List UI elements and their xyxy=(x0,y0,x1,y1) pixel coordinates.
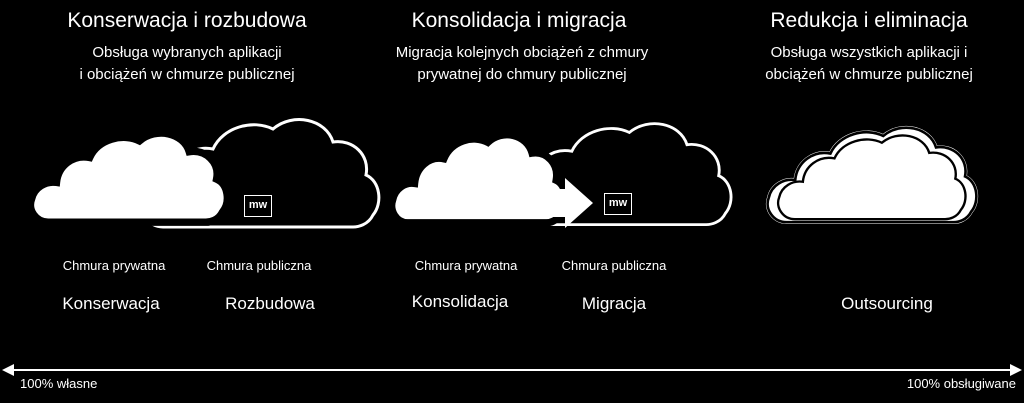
cloud-label-public-1: Chmura publiczna xyxy=(206,258,312,273)
strategy-label-migracja: Migracja xyxy=(581,294,647,313)
axis-arrow-left-icon xyxy=(2,364,14,376)
mw-badge-1: mw xyxy=(244,195,272,217)
cloud-label-public-2: Chmura publiczna xyxy=(561,258,667,273)
description-line: prywatnej do chmury publicznej xyxy=(417,66,627,83)
strategy-label-outsourcing: Outsourcing xyxy=(841,294,933,313)
private-cloud-1 xyxy=(30,133,227,222)
strategy-label-konserwacja: Konserwacja xyxy=(62,294,160,313)
mw-badge-2: mw xyxy=(604,193,632,215)
migration-arrow xyxy=(540,178,593,228)
description-line: Obsługa wszystkich aplikacji i xyxy=(770,44,968,61)
description-line: i obciążeń w chmurze publicznej xyxy=(79,66,295,83)
column-title-3: Redukcja i eliminacja xyxy=(770,9,968,32)
description-line: Migracja kolejnych obciążeń z chmury xyxy=(395,44,649,61)
axis-arrow-right-icon xyxy=(1010,364,1022,376)
description-line: obciążeń w chmurze publicznej xyxy=(765,66,973,83)
axis-label-right: 100% obsługiwane xyxy=(906,376,1016,391)
private-cloud-2 xyxy=(392,135,565,223)
column-description-3: Obsługa wszystkich aplikacji i obciążeń … xyxy=(765,42,973,86)
column-description-1: Obsługa wybranych aplikacji i obciążeń w… xyxy=(79,42,294,86)
strategy-label-konsolidacja: Konsolidacja xyxy=(411,292,509,311)
cloud-label-private-1: Chmura prywatna xyxy=(62,258,166,273)
column-title-2: Konsolidacja i migracja xyxy=(411,9,627,32)
strategy-label-rozbudowa: Rozbudowa xyxy=(225,294,315,313)
column-description-2: Migracja kolejnych obciążeń z chmury pry… xyxy=(396,42,649,86)
description-line: Obsługa wybranych aplikacji xyxy=(92,44,282,61)
cloud-label-private-2: Chmura prywatna xyxy=(414,258,518,273)
column-title-1: Konserwacja i rozbudowa xyxy=(67,9,307,32)
axis-label-left: 100% własne xyxy=(20,376,98,391)
